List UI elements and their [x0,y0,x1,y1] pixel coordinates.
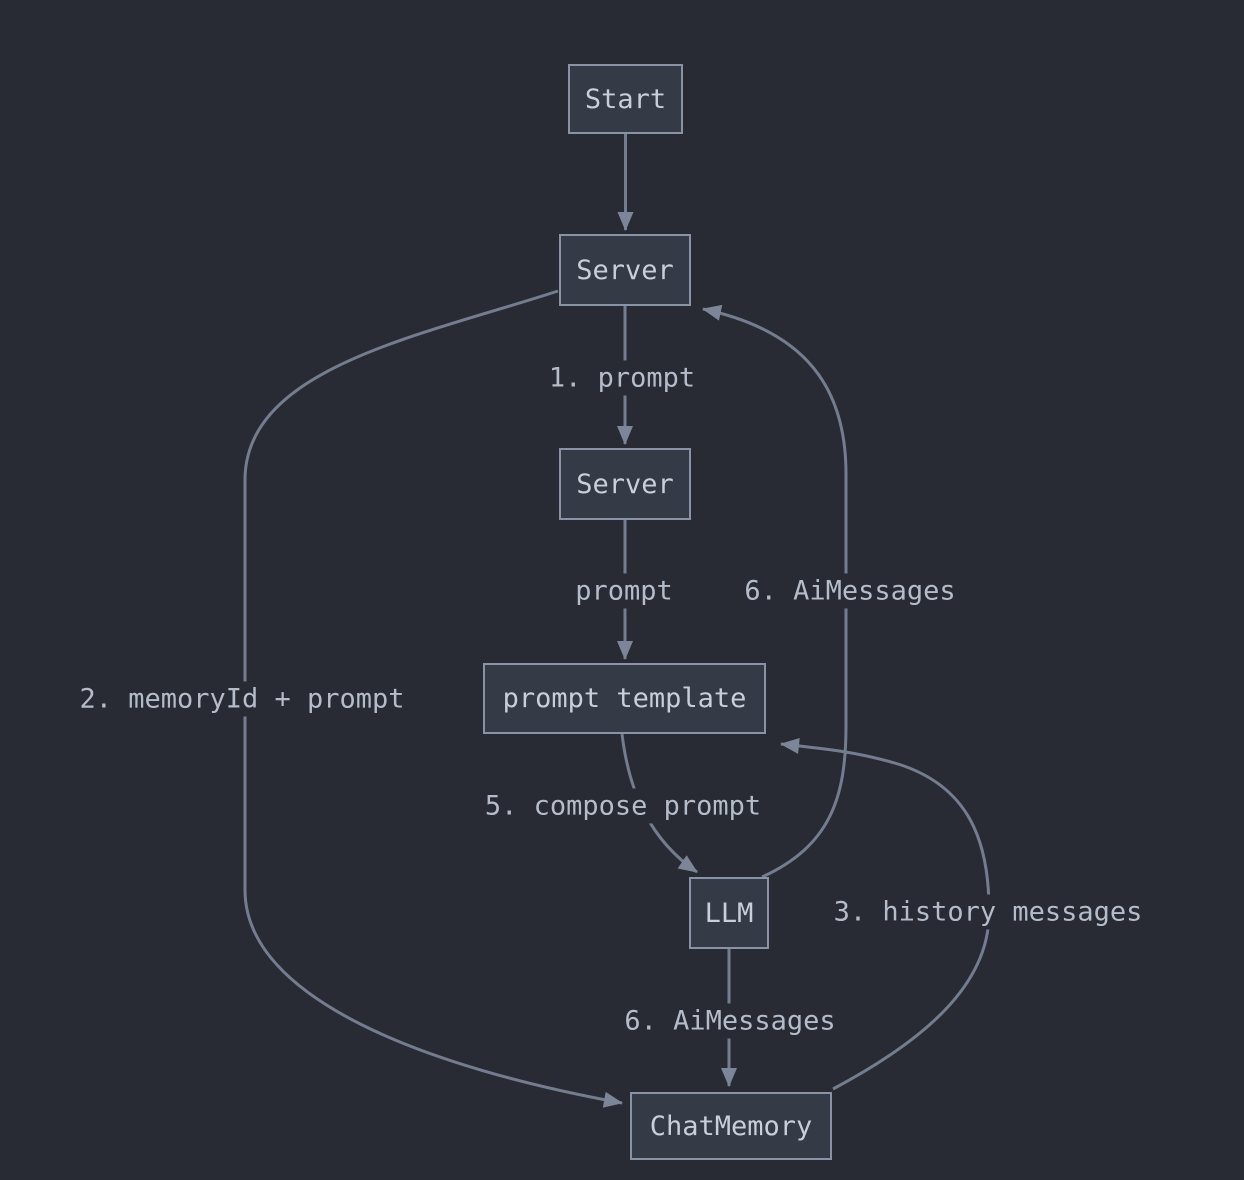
edge-label-prompt: prompt [567,573,681,609]
edge-llm-to-server [702,304,848,879]
node-start: Start [568,64,683,134]
edge-label-6-aimessages-top: 6. AiMessages [736,573,964,609]
node-llm: LLM [689,877,769,949]
edge-server-to-chatmemory [243,289,623,1108]
edge-label-3-history-messages: 3. history messages [825,894,1151,930]
edge-label-1-prompt: 1. prompt [540,360,704,396]
node-server-2: Server [559,448,691,520]
node-prompt-template: prompt template [483,663,766,734]
node-chat-memory: ChatMemory [630,1092,832,1160]
edge-label-6-aimessages-bottom: 6. AiMessages [616,1003,844,1039]
edge-chatmemory-to-prompt-template [780,737,991,1091]
node-server-1: Server [559,234,691,306]
edge-label-2-memoryid-prompt: 2. memoryId + prompt [71,681,413,717]
edge-label-5-compose-prompt: 5. compose prompt [476,788,770,824]
